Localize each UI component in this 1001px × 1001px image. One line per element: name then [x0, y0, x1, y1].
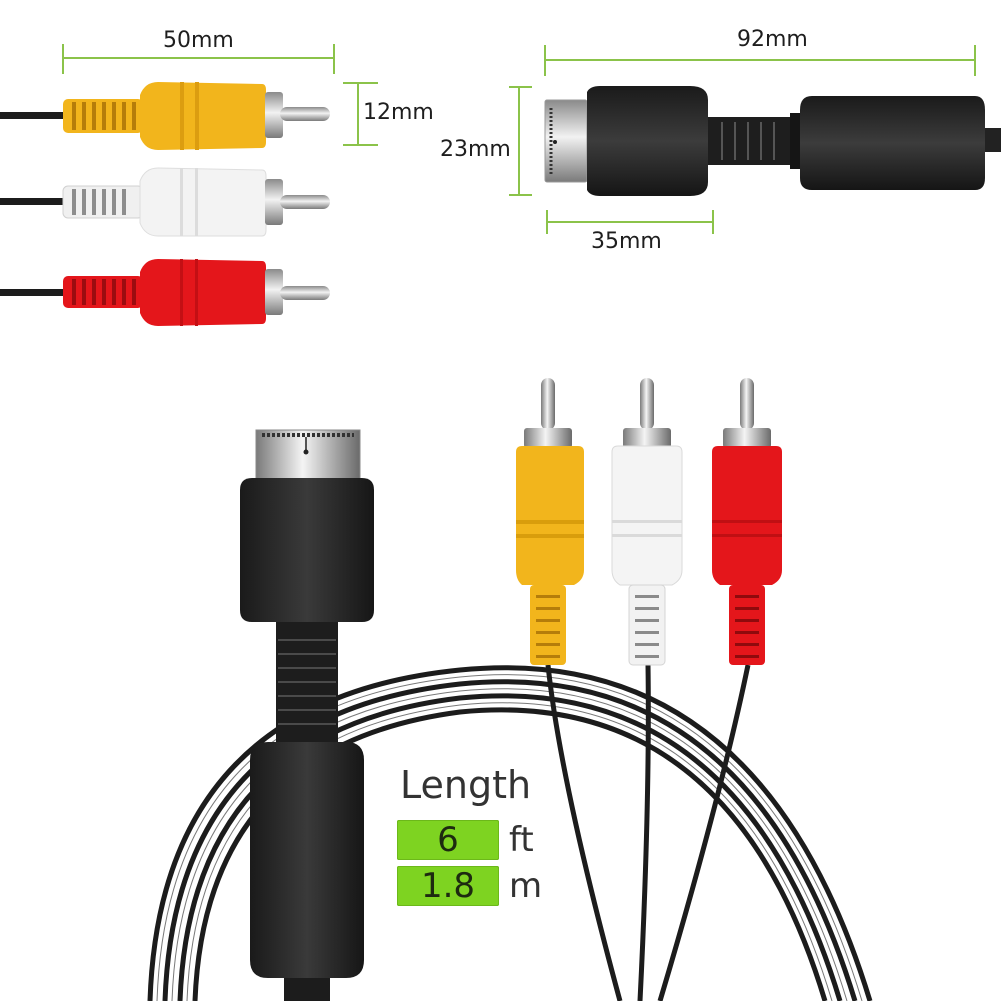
- dimension-label-av-height: 23mm: [440, 137, 511, 162]
- length-row-feet: 6 ft: [397, 820, 534, 860]
- dimension-label-rca-diameter: 12mm: [363, 100, 434, 125]
- dimension-label-rca-length: 50mm: [163, 28, 234, 53]
- rca-plug-red-horizontal: [0, 259, 330, 326]
- av-multi-connector-horizontal: [544, 86, 1001, 196]
- rca-plug-set-horizontal: [0, 82, 330, 326]
- rca-plug-white-horizontal: [0, 167, 330, 237]
- length-unit-meters: m: [509, 866, 543, 906]
- rca-plug-red-vertical: [712, 378, 782, 665]
- cable-loop: [147, 665, 873, 1001]
- rca-leads: [545, 664, 751, 1001]
- dimension-label-av-head-length: 35mm: [591, 229, 662, 254]
- length-row-meters: 1.8 m: [397, 866, 542, 906]
- av-multi-connector-vertical: [240, 429, 374, 1001]
- length-value-feet: 6: [397, 820, 499, 860]
- length-value-meters: 1.8: [397, 866, 499, 906]
- rca-plug-yellow-horizontal: [0, 82, 330, 150]
- dimension-lines-av-connector: [509, 45, 976, 234]
- dimension-lines-rca: [62, 44, 378, 146]
- dimension-label-av-total-length: 92mm: [737, 27, 808, 52]
- length-title: Length: [400, 763, 532, 807]
- rca-plug-yellow-vertical: [516, 378, 584, 665]
- length-unit-feet: ft: [509, 820, 534, 860]
- rca-plug-white-vertical: [611, 378, 683, 666]
- cable-loop-highlights: [156, 674, 863, 1001]
